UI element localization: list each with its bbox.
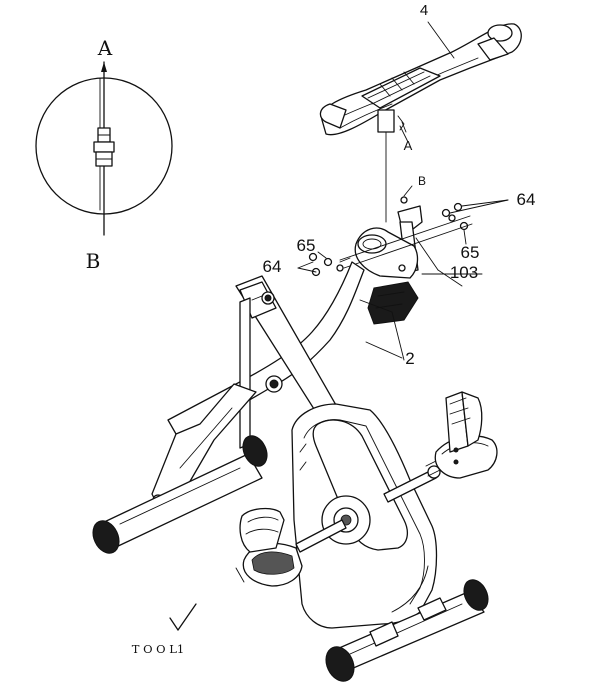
bolt-b-icon	[400, 196, 408, 204]
handlebar-end-cap	[487, 24, 513, 42]
tool-label: T O O L1	[132, 642, 184, 656]
bolt-set-left	[297, 251, 351, 277]
right-pedal	[434, 391, 498, 479]
callout-part-65-left: 65	[297, 236, 316, 255]
detail-label-b: B	[86, 249, 101, 273]
detail-label-a: A	[97, 36, 113, 60]
callout-part-2: 2	[405, 349, 414, 368]
stem-assembly	[339, 185, 473, 325]
allen-key-icon	[169, 603, 197, 631]
left-pedal	[235, 507, 303, 587]
front-stabilizer	[92, 435, 268, 554]
crank-axle	[295, 457, 445, 553]
callout-point-b: B	[418, 174, 426, 188]
callout-point-a: A	[404, 138, 413, 153]
main-frame-tube	[167, 261, 405, 435]
detail-view: A B	[35, 36, 173, 273]
flywheel-housing	[291, 403, 438, 629]
callout-part-4: 4	[420, 2, 428, 19]
rear-stabilizer	[325, 579, 489, 682]
bolt-set-right	[441, 199, 509, 245]
callout-part-103: 103	[450, 263, 478, 282]
callout-part-65-right: 65	[461, 243, 480, 262]
callout-part-64-left: 64	[263, 257, 282, 276]
detail-bolt-icon	[93, 127, 115, 167]
handlebar	[319, 23, 522, 136]
callout-part-64-right: 64	[517, 190, 536, 209]
